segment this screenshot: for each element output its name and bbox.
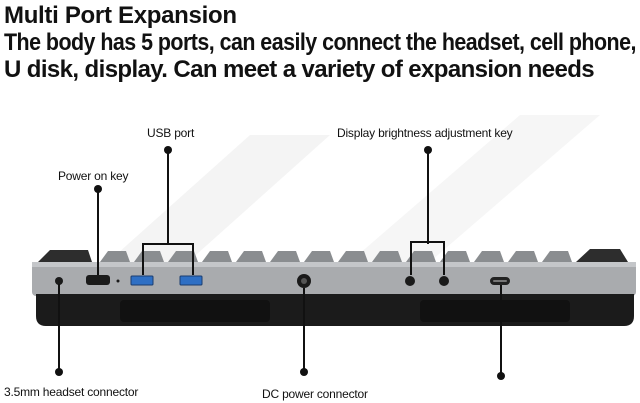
keycap-row xyxy=(38,249,628,262)
brightness-key-down xyxy=(405,276,415,286)
usbc-callout-dot xyxy=(497,372,505,380)
usb-callout-line xyxy=(167,150,169,244)
power-button xyxy=(86,275,110,285)
brightness-callout-line xyxy=(427,150,429,244)
usb-callout-bracket xyxy=(142,243,194,245)
brightness-callout-bracket xyxy=(410,241,445,243)
power-callout-line xyxy=(97,189,99,275)
usb-port-1 xyxy=(130,275,154,286)
label-brightness-key: Display brightness adjustment key xyxy=(337,126,513,140)
label-headset-connector: 3.5mm headset connector xyxy=(4,385,139,399)
headset-callout-dot xyxy=(55,368,63,376)
headline-line-2: The body has 5 ports, can easily connect… xyxy=(4,29,636,56)
dc-callout-line xyxy=(303,288,305,370)
keyboard-case-top xyxy=(32,262,636,296)
headline: Multi Port Expansion The body has 5 port… xyxy=(4,2,636,83)
label-dc-power-connector: DC power connector xyxy=(262,387,368,401)
headset-jack xyxy=(55,277,63,285)
usb-port-2 xyxy=(179,275,203,286)
dc-callout-dot xyxy=(300,368,308,376)
usbc-callout-line xyxy=(500,285,502,375)
brightness-key-up xyxy=(439,276,449,286)
label-power-on-key: Power on key xyxy=(58,169,129,183)
label-usb-port: USB port xyxy=(147,126,195,140)
headline-line-3: U disk, display. Can meet a variety of e… xyxy=(4,56,595,83)
headset-callout-line xyxy=(58,284,60,370)
headline-title: Multi Port Expansion xyxy=(4,2,237,29)
